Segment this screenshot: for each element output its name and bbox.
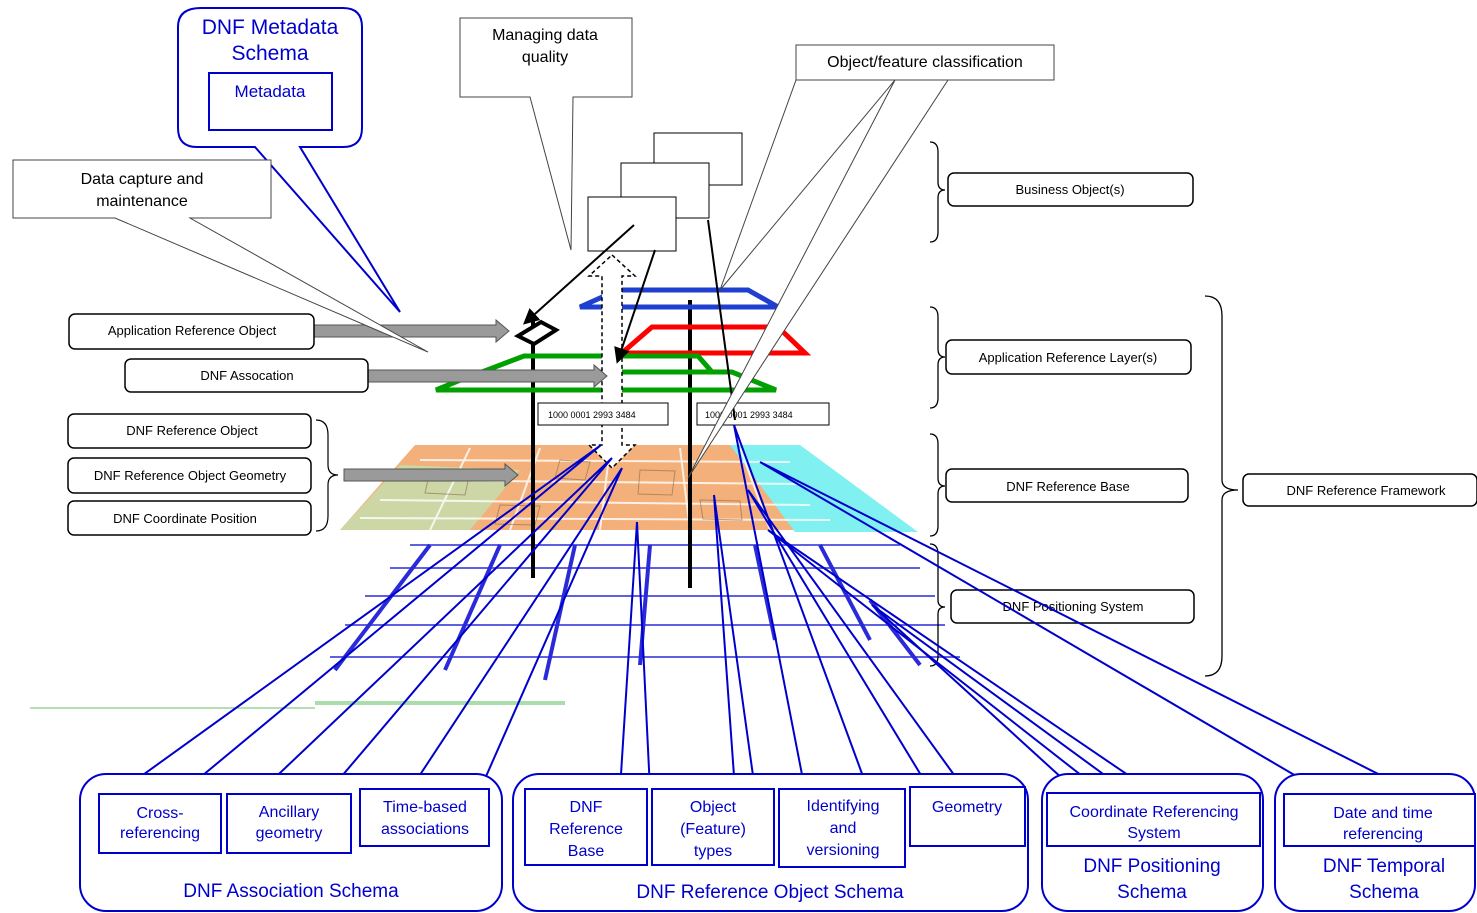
schema-item-boxes (98, 786, 1476, 868)
managing-quality-callout (459, 17, 633, 251)
classification-text: Object/feature classification (827, 54, 1023, 71)
ancillary-geometry-1: Ancillary (259, 804, 319, 821)
data-capture-text-2: maintenance (96, 193, 188, 210)
right-label-boxes (945, 172, 1477, 624)
metadata-schema-title-1: DNF Metadata (202, 16, 339, 39)
schema-pointer-lines (121, 424, 1411, 791)
dnf-association-label: DNF Assocation (200, 368, 293, 383)
dnf-ref-object-label: DNF Reference Object (126, 423, 258, 438)
time-based-2: associations (381, 821, 469, 838)
positioning-schema-title-2: Schema (1117, 882, 1187, 903)
dashed-double-arrow (587, 253, 637, 470)
cross-referencing-2: referencing (120, 825, 200, 842)
right-braces (929, 141, 1239, 677)
app-ref-layers-label: Application Reference Layer(s) (979, 350, 1157, 365)
business-objects-label: Business Object(s) (1015, 182, 1124, 197)
identifying-2: and (830, 820, 857, 837)
reference-object-schema-title: DNF Reference Object Schema (636, 882, 904, 903)
geometry-label: Geometry (932, 799, 1002, 816)
id-label-1: 1000 0001 2993 3484 (537, 402, 669, 426)
dnf-ref-base-label: DNF Reference Base (1006, 479, 1130, 494)
time-based-1: Time-based (383, 799, 467, 816)
metadata-item-label: Metadata (235, 82, 306, 101)
dnf-ref-geometry-label: DNF Reference Object Geometry (94, 468, 287, 483)
application-layers (435, 287, 812, 393)
crs-1: Coordinate Referencing (1070, 804, 1239, 821)
ref-base-2: Reference (549, 821, 623, 838)
feature-types-2: (Feature) (680, 821, 746, 838)
red-layer (615, 324, 812, 356)
ref-base-1: DNF (570, 799, 603, 816)
left-labels (67, 313, 369, 536)
date-time-1: Date and time (1333, 805, 1433, 822)
crs-2: System (1127, 825, 1180, 842)
vertical-posts (531, 300, 692, 588)
green-layer-lower (435, 369, 777, 393)
metadata-schema-title-2: Schema (231, 42, 308, 65)
metadata-item-box (208, 72, 333, 131)
dnf-coord-position-label: DNF Coordinate Position (113, 511, 257, 526)
ref-base-3: Base (568, 843, 605, 860)
managing-quality-text-2: quality (522, 49, 568, 66)
business-object-arrows (523, 219, 736, 421)
data-capture-text-1: Data capture and (81, 171, 204, 188)
data-capture-callout (12, 159, 429, 353)
date-time-2: referencing (1343, 826, 1423, 843)
app-ref-object-shape (513, 319, 560, 347)
classification-box (795, 44, 1055, 81)
feature-types-3: types (694, 843, 732, 860)
dnf-ref-framework-label: DNF Reference Framework (1287, 483, 1446, 498)
ancillary-geometry-2: geometry (256, 825, 323, 842)
feature-types-1: Object (690, 799, 737, 816)
business-object-stack (587, 132, 743, 252)
identifying-3: versioning (807, 842, 880, 859)
identifying-1: Identifying (807, 798, 880, 815)
dnf-positioning-system-label: DNF Positioning System (1003, 599, 1144, 614)
id-label-1-text: 1000 0001 2993 3484 (548, 410, 636, 420)
left-brace (315, 419, 339, 532)
reference-base-map (340, 445, 918, 532)
positioning-schema-title-1: DNF Positioning (1083, 856, 1220, 877)
id-label-2-text: 1000 0001 2993 3484 (705, 410, 793, 420)
managing-quality-text-1: Managing data (492, 27, 598, 44)
app-ref-object-label: Application Reference Object (108, 323, 277, 338)
temporal-schema-title-2: Schema (1349, 882, 1419, 903)
temporal-schema-title-1: DNF Temporal (1323, 856, 1445, 877)
association-schema-title: DNF Association Schema (183, 881, 399, 902)
cross-referencing-1: Cross- (136, 805, 183, 822)
grey-arrows (313, 318, 608, 488)
